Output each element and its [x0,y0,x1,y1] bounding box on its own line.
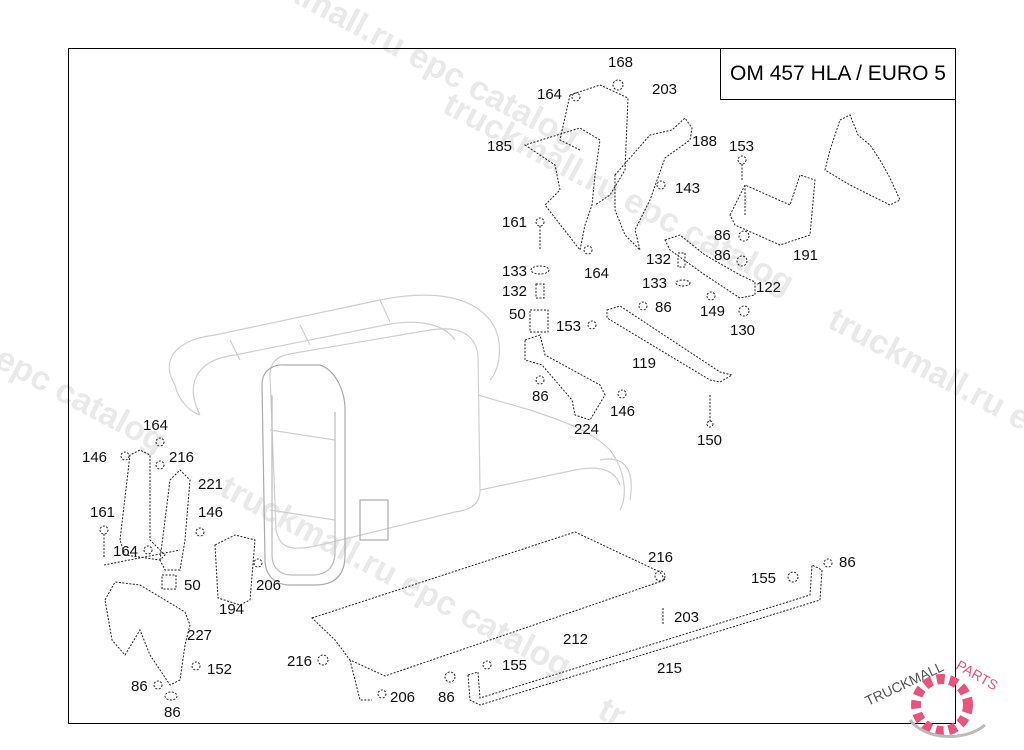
part-callout[interactable]: 185 [487,138,513,155]
part-callout[interactable]: 216 [648,549,674,566]
plate-194 [214,534,256,606]
bracket-221 [119,449,166,561]
part-callout[interactable]: 206 [390,689,416,706]
part-callout[interactable]: 188 [692,133,718,150]
part-callout[interactable]: 203 [674,609,700,626]
page-title: OM 457 HLA / EURO 5 [720,48,956,100]
part-callout[interactable]: 206 [256,577,282,594]
part-callout[interactable]: 224 [574,421,600,438]
part-callout[interactable]: 155 [502,657,528,674]
truckmall-parts-logo: TRUCKMALL PARTS [863,657,1001,738]
part-callout[interactable]: 119 [632,355,656,372]
part-callout[interactable]: 153 [556,318,582,335]
part-callout[interactable]: 150 [697,432,723,449]
part-callout[interactable]: 216 [287,653,313,670]
brackets [99,79,901,706]
bracket-191 [729,174,816,246]
part-callout[interactable]: 164 [584,265,610,282]
part-callout[interactable]: 86 [532,388,549,405]
part-callout[interactable]: 130 [730,322,756,339]
part-callout[interactable]: 86 [655,299,672,316]
tray-212 [311,531,666,677]
part-callout[interactable]: 132 [646,251,672,268]
part-callout[interactable]: 149 [700,303,726,320]
part-callout[interactable]: 155 [751,570,777,587]
part-callout[interactable]: 221 [198,476,224,493]
part-callout[interactable]: 152 [207,661,233,678]
diagram-frame [68,48,956,724]
valve-assembly [824,114,901,206]
part-callout[interactable]: 168 [608,54,634,71]
part-callout[interactable]: 133 [502,263,528,280]
part-callout[interactable]: 86 [714,227,731,244]
part-callout[interactable]: 143 [675,180,701,197]
part-callout[interactable]: 191 [793,247,819,264]
bracket-188 [614,117,693,252]
part-callout[interactable]: 164 [113,543,139,560]
strap-215 [467,564,823,706]
bracket-227 [104,581,191,686]
part-callout[interactable]: 212 [563,631,589,648]
part-callout[interactable]: 146 [198,504,224,521]
bracket-122 [664,234,756,299]
part-callout[interactable]: 86 [131,678,148,695]
gear-icon [911,674,973,736]
silencer-assembly [168,294,632,586]
part-callout[interactable]: 86 [839,554,856,571]
part-callout[interactable]: 86 [438,689,455,706]
part-callout[interactable]: 194 [219,601,245,618]
part-callout[interactable]: 164 [143,417,169,434]
bar-119 [606,305,734,383]
bracket-224 [524,334,606,421]
part-callout[interactable]: 227 [187,627,213,644]
part-callout[interactable]: 133 [642,275,668,292]
exhaust-pipe [168,294,501,386]
part-callout[interactable]: 50 [184,577,201,594]
part-callout[interactable]: 86 [714,247,731,264]
part-callout[interactable]: 86 [164,704,181,721]
part-callout[interactable]: 153 [729,138,755,155]
part-callout[interactable]: 216 [169,449,195,466]
part-callout[interactable]: 122 [756,279,782,296]
part-callout[interactable]: 161 [90,504,116,521]
part-callout[interactable]: 203 [652,81,678,98]
part-callout[interactable]: 146 [610,403,636,420]
part-callout[interactable]: 132 [502,283,528,300]
part-callout[interactable]: 164 [537,86,563,103]
part-callout[interactable]: 161 [502,214,528,231]
part-callout[interactable]: 50 [509,306,526,323]
part-callout[interactable]: 146 [82,449,108,466]
silencer-body [269,328,481,549]
part-callout[interactable]: 215 [657,660,683,677]
bracket-185 [523,127,601,252]
